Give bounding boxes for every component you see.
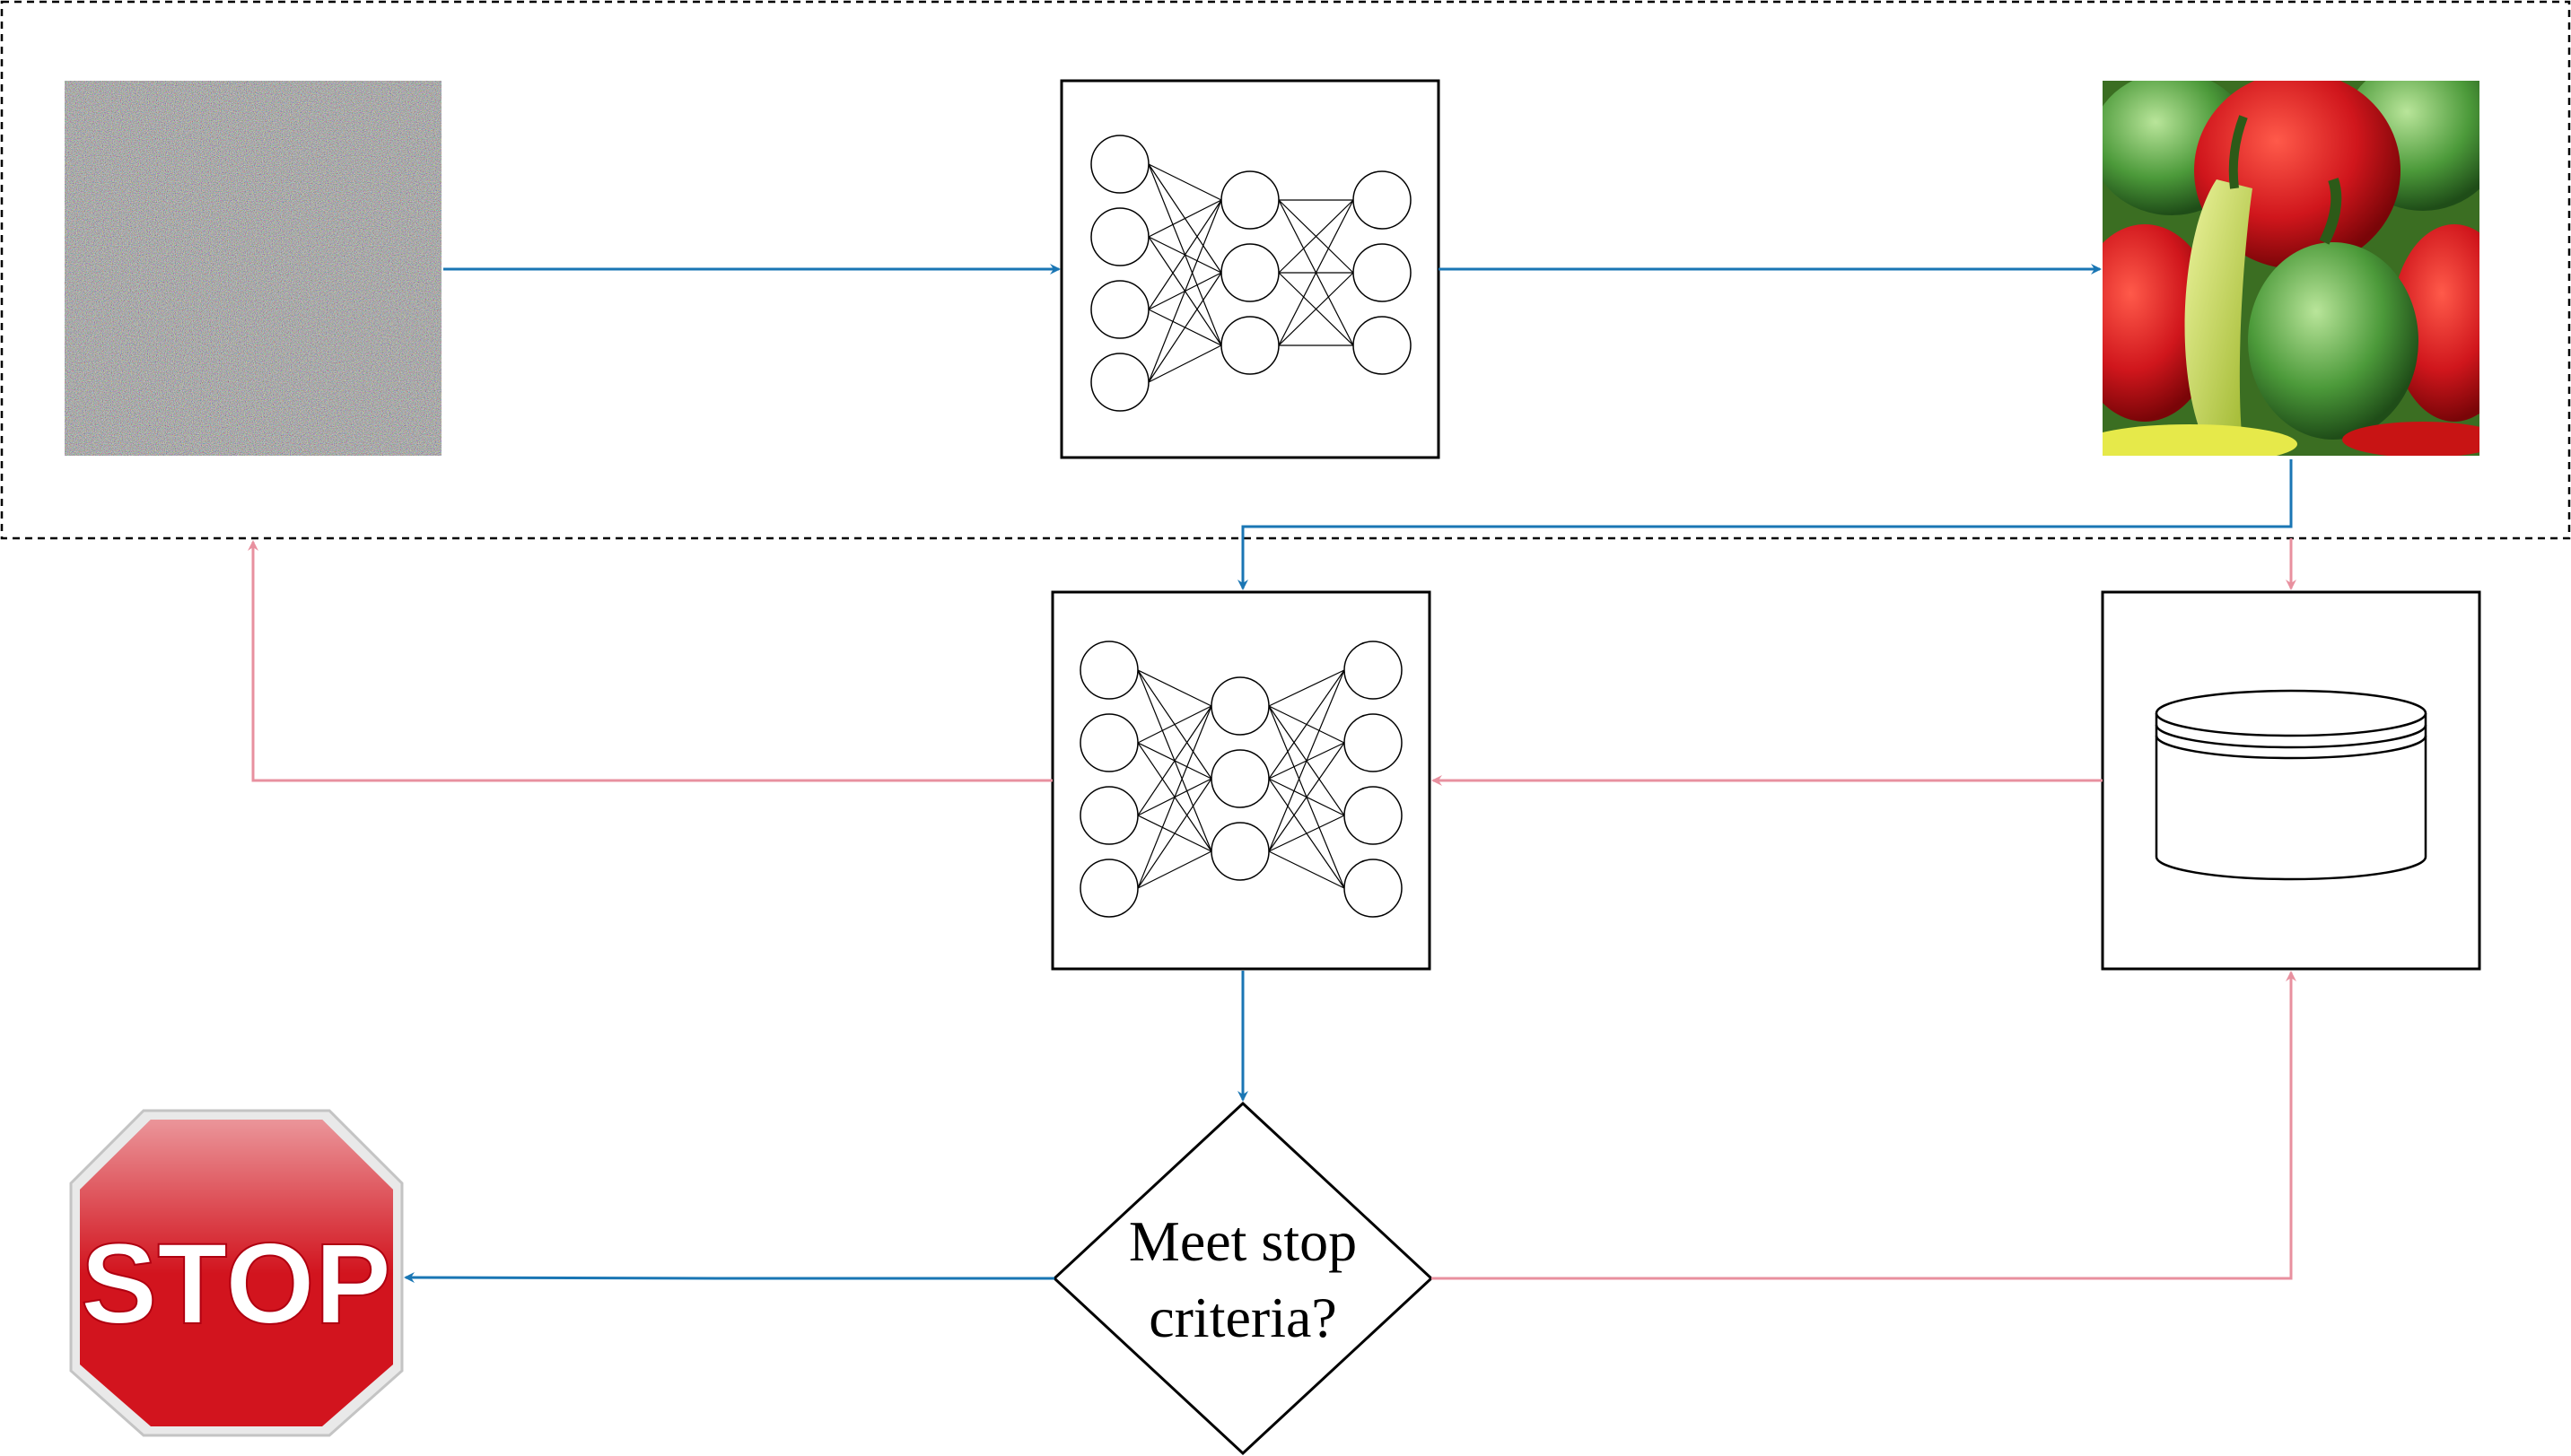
noise-image <box>65 81 442 456</box>
arrow-discriminator-to-generator-group <box>248 540 1053 782</box>
network-connection <box>1268 669 1345 852</box>
network-node <box>1090 207 1150 266</box>
stop-sign-icon: STOP <box>69 1109 404 1437</box>
network-node <box>1080 859 1139 918</box>
network-node <box>1343 859 1403 918</box>
network-connection <box>1268 669 1345 780</box>
forward-arrows <box>404 264 2293 1284</box>
network-node <box>1220 243 1280 302</box>
network-connection <box>1137 705 1212 889</box>
network-node <box>1220 316 1280 375</box>
feedback-arrows <box>248 538 2296 1280</box>
generator-network-box <box>1060 79 1440 459</box>
decision-text-line1: Meet stop <box>1129 1209 1357 1273</box>
network-node <box>1352 243 1412 302</box>
database-cylinder-icon <box>2155 689 2427 881</box>
stop-criteria-decision: Meet stop criteria? <box>1052 1101 1434 1456</box>
discriminator-network-box <box>1051 590 1431 971</box>
arrow-decision-to-stop <box>404 1272 1054 1284</box>
network-node <box>1211 676 1270 736</box>
network-node <box>1220 170 1280 230</box>
network-connection <box>1137 705 1212 744</box>
neural-network-icon <box>1080 641 1403 918</box>
network-node <box>1352 316 1412 375</box>
network-connection <box>1137 778 1212 889</box>
network-node <box>1080 713 1139 772</box>
network-connection <box>1268 669 1345 707</box>
network-node <box>1090 280 1150 339</box>
arrow-decision-to-dataset <box>1431 971 2296 1280</box>
peppers-image <box>2103 81 2479 456</box>
arrow-output-to-discriminator <box>1237 459 2293 590</box>
network-node <box>1343 713 1403 772</box>
network-node <box>1080 786 1139 845</box>
network-node <box>1080 641 1139 700</box>
network-connection <box>1148 272 1222 383</box>
network-connection <box>1268 815 1345 852</box>
network-connection <box>1268 742 1345 852</box>
network-node <box>1211 822 1270 881</box>
network-connection <box>1278 272 1354 346</box>
network-node <box>1211 749 1270 808</box>
decision-text-line2: criteria? <box>1149 1286 1337 1349</box>
network-connection <box>1268 850 1345 889</box>
network-node <box>1343 641 1403 700</box>
network-connection <box>1137 705 1212 816</box>
dataset-box <box>2101 590 2481 971</box>
network-node <box>1352 170 1412 230</box>
network-connection <box>1278 199 1354 346</box>
network-node <box>1343 786 1403 845</box>
network-connection <box>1278 199 1354 274</box>
network-connection <box>1148 344 1222 383</box>
network-connection <box>1148 199 1222 310</box>
network-connection <box>1137 850 1212 889</box>
stop-sign-text: STOP <box>81 1220 391 1348</box>
generator-group-boundary <box>0 0 2571 540</box>
network-node <box>1090 353 1150 412</box>
network-connection <box>1148 163 1222 201</box>
network-connection <box>1137 669 1212 707</box>
neural-network-icon <box>1090 135 1412 412</box>
network-connection <box>1148 199 1222 383</box>
network-node <box>1090 135 1150 194</box>
network-connection <box>1148 199 1222 238</box>
